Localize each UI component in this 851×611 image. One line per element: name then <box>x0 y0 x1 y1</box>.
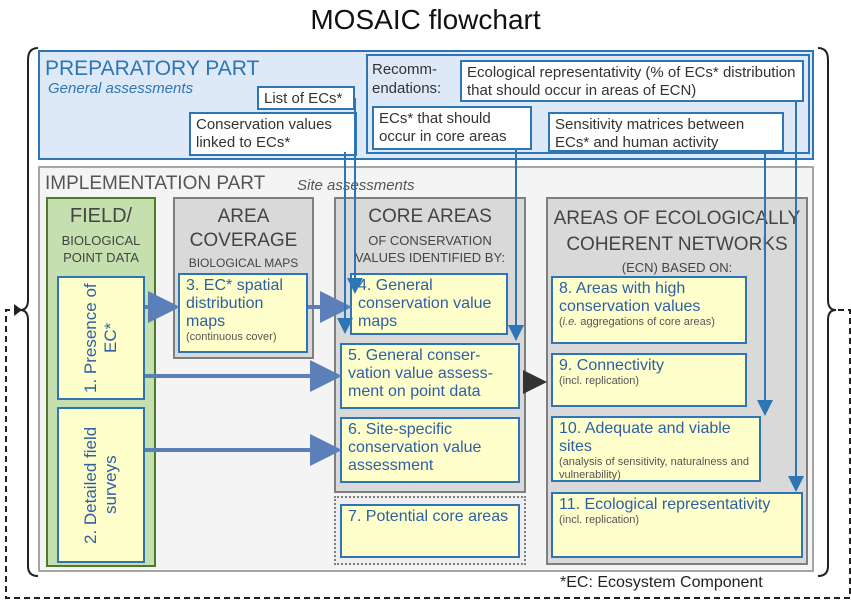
ecn-subtitle: (ECN) BASED ON: <box>621 260 733 275</box>
area-coverage-subtitle: BIOLOGICAL MAPS <box>188 256 299 270</box>
adequate-viable-sites-note: (analysis of sensitivity, naturalness an… <box>559 456 749 481</box>
adequate-viable-sites-box: 10. Adequate and viable sites (analysis … <box>551 416 761 482</box>
detailed-field-surveys-box: 2. Detailed field surveys <box>57 407 145 563</box>
adequate-viable-sites-label: 10. Adequate and viable sites <box>559 420 731 455</box>
presence-of-ec-box: 1. Presence of EC* <box>57 276 145 400</box>
implementation-title: IMPLEMENTATION PART <box>45 173 266 194</box>
spatial-distribution-note: (continuous cover) <box>186 331 277 343</box>
page-title: MOSAIC flowchart <box>310 4 541 35</box>
spatial-distribution-box: 3. EC* spatial distribution maps (contin… <box>178 273 308 353</box>
ecological-representativity-ecn-note: (incl. replication) <box>559 514 640 526</box>
preparatory-title: PREPARATORY PART <box>45 57 260 80</box>
ecological-representativity-box: Ecological representativity (% of ECs* d… <box>460 60 804 102</box>
recommendations-group <box>366 54 810 154</box>
ecological-representativity-ecn-label: 11. Ecological representativity <box>559 496 771 513</box>
core-areas-title: CORE AREAS <box>368 206 492 227</box>
preparatory-subtitle: General assessments <box>48 80 194 97</box>
potential-core-areas-box: 7. Potential core areas <box>340 504 520 558</box>
core-areas-subtitle: OF CONSERVATION VALUES IDENTIFIED BY: <box>354 233 506 265</box>
high-conservation-areas-label: 8. Areas with high conservation values <box>559 280 701 315</box>
connectivity-label: 9. Connectivity <box>559 357 664 374</box>
connectivity-box: 9. Connectivity (incl. replication) <box>551 353 747 407</box>
ecn-title: AREAS OF ECOLOGICALLY COHERENT NETWORKS <box>553 208 801 255</box>
general-conservation-maps-box: 4. General conservation value maps <box>350 273 508 335</box>
ecological-representativity-ecn-box: 11. Ecological representativity (incl. r… <box>551 492 803 558</box>
footnote: *EC: Ecosystem Component <box>560 574 763 591</box>
high-conservation-areas-note: (i.e. aggregations of core areas) <box>559 316 715 328</box>
sensitivity-matrices-box: Sensitivity matrices between ECs* and hu… <box>548 112 784 152</box>
high-conservation-areas-box: 8. Areas with high conservation values (… <box>551 276 747 344</box>
site-specific-assessment-box: 6. Site-specific conservation value asse… <box>340 417 520 483</box>
area-coverage-title: AREA COVERAGE <box>189 206 298 251</box>
connectivity-note: (incl. replication) <box>559 375 640 387</box>
general-conservation-assessment-box: 5. General conser- vation value assess- … <box>340 343 520 409</box>
field-subtitle: BIOLOGICAL POINT DATA <box>61 233 141 265</box>
spatial-distribution-label: 3. EC* spatial distribution maps <box>186 277 283 330</box>
field-title: FIELD/ <box>69 205 133 227</box>
recommendations-label: Recomm- endations: <box>372 61 442 97</box>
ecs-core-areas-box: ECs* that should occur in core areas <box>372 106 532 150</box>
conservation-values-box: Conservation values linked to ECs* <box>189 112 357 156</box>
